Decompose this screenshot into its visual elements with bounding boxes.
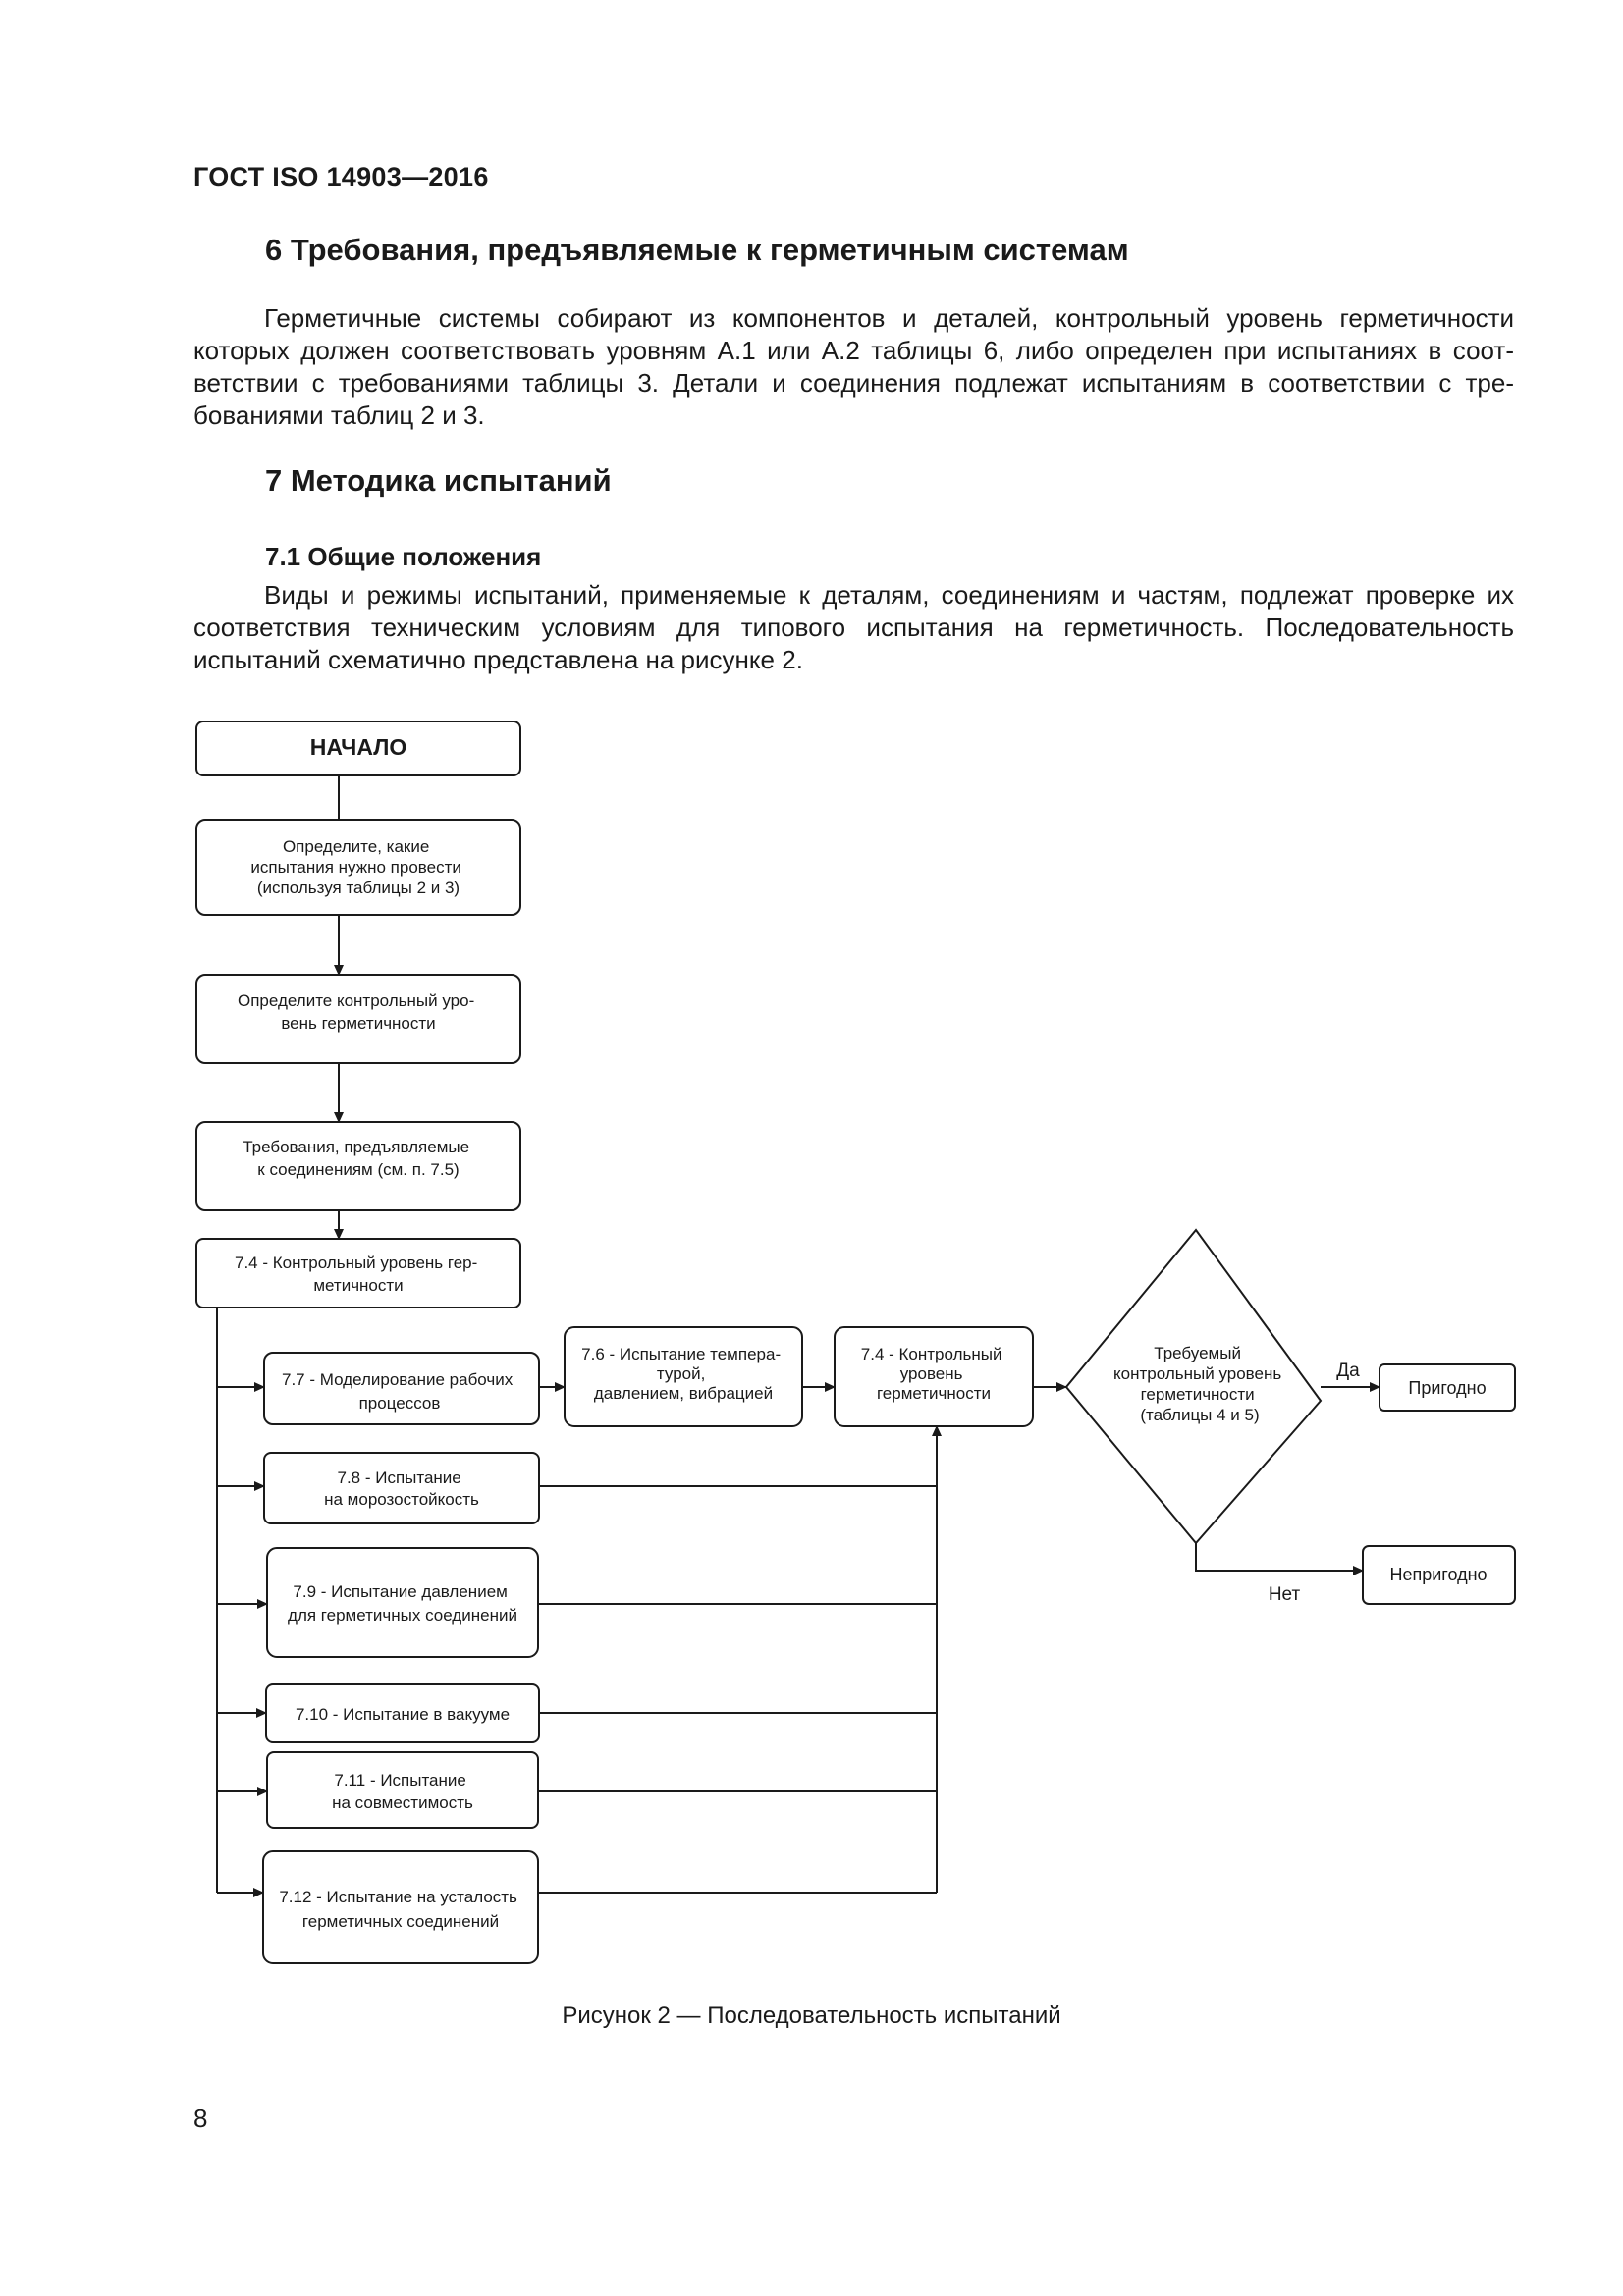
test-7-12-label: 7.12 - Испытание на усталость герметичны… [279, 1888, 521, 1931]
start-box [195, 721, 521, 776]
step-joint-requirements-box [195, 1121, 521, 1211]
step-control-level-box [195, 1238, 521, 1308]
pass-label: Пригодно [1408, 1378, 1486, 1398]
yes-label: Да [1336, 1361, 1360, 1381]
start-label: НАЧАЛО [310, 734, 407, 760]
section-6-line-3: ветствии с требованиями таблицы 3. Детал… [193, 368, 1514, 398]
test-7-9-box [266, 1547, 539, 1658]
test-7-11-box [266, 1751, 539, 1829]
decision-label: Требуемый контрольный уровень герметично… [1113, 1344, 1286, 1424]
fail-label: Непригодно [1389, 1565, 1487, 1584]
section-6-paragraph: Герметичные системы собирают из компонен… [193, 302, 1514, 432]
section-7-1-title: 7.1 Общие положения [265, 542, 542, 571]
test-7-12-box [262, 1850, 539, 1964]
section-7-1-line-2: соответствия техническим условиям для ти… [193, 613, 1514, 642]
step-control-level-label: 7.4 - Контрольный уровень гер- метичност… [235, 1254, 482, 1295]
arrow-no [1195, 1543, 1364, 1575]
section-7-1-line-1: Виды и режимы испытаний, применяемые к д… [264, 580, 1514, 610]
document-code: ГОСТ ISO 14903—2016 [193, 162, 489, 191]
test-7-8-label: 7.8 - Испытание на морозостойкость [324, 1468, 479, 1509]
page-number: 8 [193, 2104, 208, 2133]
section-6-line-4: бованиями таблиц 2 и 3. [193, 400, 485, 430]
step-joint-requirements-label: Требования, предъявляемые к соединениям … [243, 1138, 474, 1179]
section-7-1-line-3: испытаний схематично представлена на рис… [193, 645, 803, 674]
test-7-9-label: 7.9 - Испытание давлением для герметичны… [288, 1582, 517, 1625]
step-define-level-label: Определите контрольный уро- вень гермети… [238, 991, 479, 1033]
check-7-4-label: 7.4 - Контрольный уровень герметичности [861, 1345, 1006, 1403]
test-7-6-box [564, 1326, 803, 1427]
section-7-1-paragraph: Виды и режимы испытаний, применяемые к д… [193, 579, 1514, 676]
test-7-7-label: 7.7 - Моделирование рабочих процессов [282, 1370, 517, 1413]
test-7-6-label: 7.6 - Испытание темпера- турой, давление… [581, 1345, 785, 1403]
test-7-8-box [263, 1452, 540, 1524]
section-6-line-1: Герметичные системы собирают из компонен… [264, 303, 1514, 333]
step-define-tests-box [195, 819, 521, 916]
no-label: Нет [1269, 1584, 1301, 1605]
section-6-line-2: которых должен соответствовать уровням А… [193, 336, 1514, 365]
test-7-10-label: 7.10 - Испытание в вакууме [296, 1705, 510, 1724]
section-6-title: 6 Требования, предъявляемые к герметичны… [265, 233, 1129, 267]
step-define-tests-label: Определите, какие испытания нужно провес… [250, 837, 465, 897]
step-define-level-box [195, 974, 521, 1064]
figure-caption: Рисунок 2 — Последовательность испытаний [562, 2002, 1061, 2029]
section-7-title: 7 Методика испытаний [265, 463, 612, 498]
test-7-11-label: 7.11 - Испытание на совместимость [332, 1771, 473, 1812]
